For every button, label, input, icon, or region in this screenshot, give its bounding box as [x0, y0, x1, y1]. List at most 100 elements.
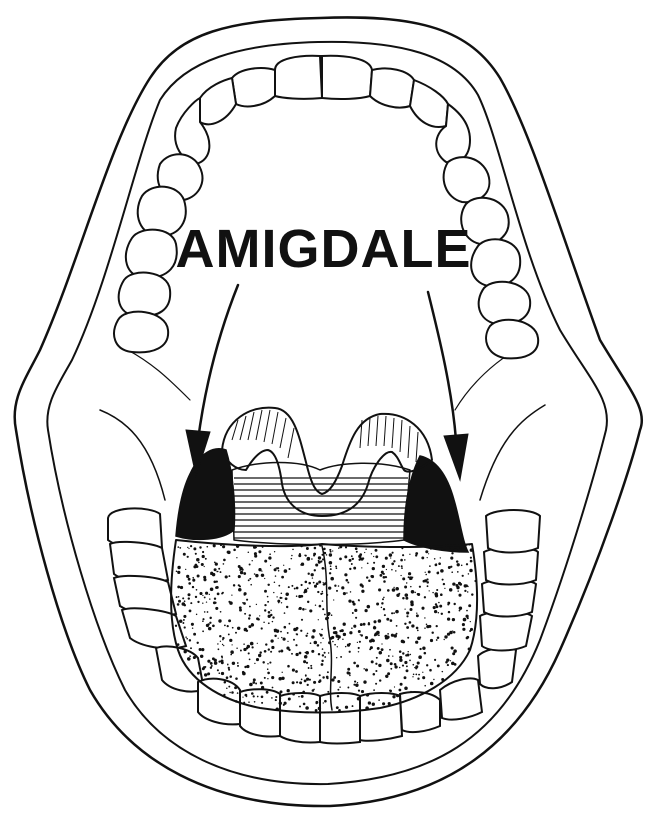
tongue-dot — [284, 626, 287, 629]
tongue-dot — [280, 631, 282, 633]
tongue-dot — [467, 617, 469, 619]
tongue-dot — [364, 609, 367, 612]
tongue-dot — [339, 686, 341, 688]
tongue-dot — [416, 614, 419, 617]
tongue-dot — [407, 651, 408, 652]
tongue-dot — [333, 627, 336, 630]
tongue-dot — [424, 627, 426, 629]
tongue-dot — [262, 661, 264, 663]
tongue-dot — [288, 649, 290, 651]
tongue-dot — [370, 575, 373, 578]
tongue-dot — [268, 648, 270, 650]
tooth — [444, 157, 490, 202]
tongue-dot — [185, 569, 186, 570]
tongue-dot — [187, 556, 189, 558]
tongue-dot — [217, 571, 218, 572]
tongue-dot — [214, 661, 218, 665]
tongue-dot — [218, 672, 220, 674]
tongue-dot — [396, 633, 398, 635]
tongue-dot — [303, 660, 306, 663]
tongue-dot — [275, 696, 277, 698]
tongue-dot — [434, 659, 436, 661]
tongue-dot — [434, 610, 437, 613]
tongue-dot — [199, 546, 201, 548]
tongue-dot — [401, 547, 403, 549]
tongue-dot — [382, 565, 385, 568]
tongue-dot — [451, 571, 453, 573]
tongue-dot — [337, 635, 340, 638]
tongue-dot — [232, 627, 234, 629]
tongue-dot — [404, 661, 407, 664]
tongue-dot — [317, 591, 319, 593]
tongue-dot — [333, 599, 334, 600]
tongue-dot — [353, 603, 356, 606]
tongue-dot — [222, 545, 225, 548]
tongue-dot — [380, 651, 382, 653]
tongue-dot — [346, 592, 348, 594]
tongue-dot — [376, 603, 379, 606]
tongue-dot — [375, 663, 377, 665]
tongue-dot — [381, 643, 382, 644]
tongue-dot — [242, 697, 243, 698]
tongue-dot — [416, 627, 419, 630]
tongue-dot — [393, 587, 394, 588]
tongue-dot — [361, 567, 362, 568]
tongue-dot — [470, 557, 472, 559]
tongue-dot — [300, 595, 303, 598]
tongue-dot — [448, 566, 451, 569]
tongue-dot — [347, 582, 349, 584]
tongue-dot — [426, 664, 428, 666]
tongue-dot — [188, 578, 191, 581]
tongue-dot — [251, 692, 254, 695]
tongue-dot — [373, 689, 375, 691]
tongue-dot — [204, 596, 206, 598]
tongue-dot — [423, 580, 426, 583]
tongue-dot — [459, 606, 462, 609]
tongue-dot — [349, 643, 351, 645]
tongue-dot — [365, 706, 369, 710]
tongue-dot — [281, 576, 284, 579]
tongue-dot — [196, 589, 198, 591]
tongue-dot — [217, 593, 220, 596]
tongue-dot — [430, 639, 433, 642]
tongue-dot — [212, 657, 215, 660]
tongue-dot — [438, 562, 441, 565]
tongue-dot — [315, 605, 316, 606]
tooth — [275, 56, 322, 99]
tongue-dot — [412, 577, 413, 578]
tongue-dot — [402, 665, 404, 667]
tongue-dot — [392, 655, 393, 656]
tongue-dot — [343, 623, 346, 626]
tongue-dot — [275, 575, 276, 576]
tongue-dot — [300, 564, 302, 566]
tongue-dot — [400, 575, 401, 576]
arrow-left — [186, 285, 238, 476]
tongue-dot — [447, 617, 450, 620]
tongue-dot — [226, 676, 229, 679]
tongue-dot — [178, 596, 180, 598]
tongue-dot — [374, 634, 376, 636]
tongue-dot — [425, 572, 426, 573]
tongue-dot — [407, 637, 409, 639]
tongue-dot — [267, 668, 269, 670]
tongue-dot — [229, 692, 230, 693]
tongue-dot — [246, 599, 248, 601]
tongue-dot — [376, 657, 378, 659]
tongue-dot — [204, 611, 206, 613]
tongue-dot — [398, 593, 400, 595]
tongue-dot — [281, 602, 282, 603]
tongue-dot — [470, 548, 474, 552]
tongue-dot — [272, 687, 274, 689]
tongue-dot — [371, 553, 372, 554]
tongue-dot — [255, 683, 257, 685]
tongue-dot — [264, 609, 266, 611]
tongue-dot — [318, 707, 321, 710]
tongue-dot — [326, 676, 329, 679]
tongue-dot — [313, 681, 316, 684]
tongue-dot — [278, 650, 280, 652]
tooth — [486, 510, 540, 553]
tongue-dot — [220, 611, 222, 613]
tongue-dot — [381, 648, 384, 651]
tongue-dot — [284, 569, 288, 573]
tongue-dot — [444, 635, 447, 638]
